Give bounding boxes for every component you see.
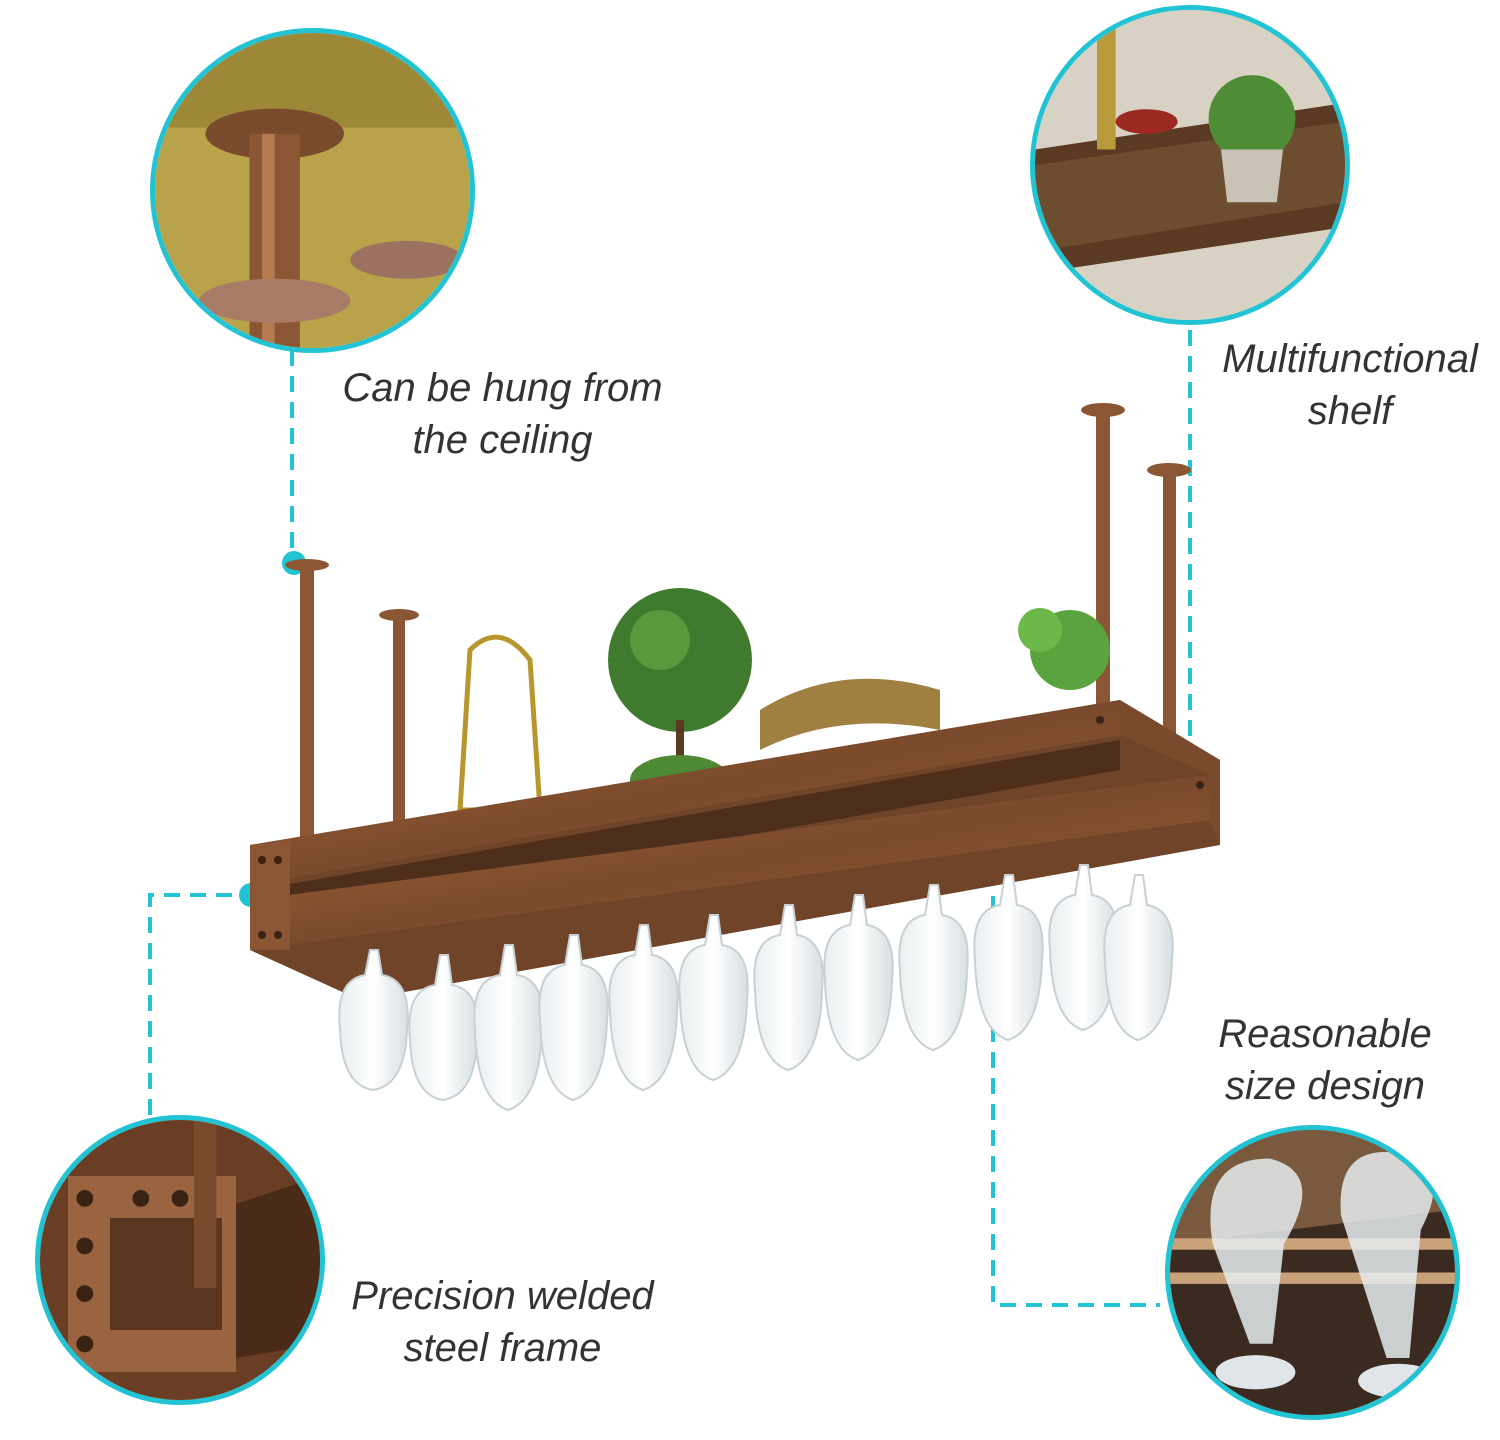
size-caption-line1: Reasonable (1218, 1012, 1432, 1056)
shelf-frame (250, 700, 1220, 1000)
frame-caption: Precision welded steel frame (325, 1270, 680, 1374)
shelf-caption: Multifunctional shelf (1200, 333, 1500, 437)
size-detail-circle (1165, 1125, 1460, 1420)
ceiling-caption: Can be hung from the ceiling (315, 362, 690, 466)
frame-caption-line1: Precision welded (351, 1274, 654, 1318)
ceiling-mount-photo (155, 33, 470, 348)
ceiling-caption-line1: Can be hung from (342, 366, 663, 410)
shelf-caption-line1: Multifunctional (1222, 337, 1478, 381)
hanging-glasses (338, 864, 1174, 1112)
shelf-detail-circle (1030, 5, 1350, 325)
size-caption: Reasonable size design (1195, 1008, 1455, 1112)
shelf-decor (457, 588, 1110, 860)
shelf-caption-line2: shelf (1307, 389, 1393, 433)
ceiling-caption-line2: the ceiling (412, 418, 593, 462)
frame-detail-circle (35, 1115, 325, 1405)
wine-rack-product-image (250, 403, 1220, 1112)
size-caption-line2: size design (1224, 1064, 1426, 1108)
welded-frame-photo (40, 1120, 320, 1400)
ceiling-detail-circle (150, 28, 475, 353)
shelf-top-photo (1035, 10, 1345, 320)
frame-caption-line2: steel frame (403, 1326, 602, 1370)
glass-holder-photo (1170, 1130, 1455, 1415)
